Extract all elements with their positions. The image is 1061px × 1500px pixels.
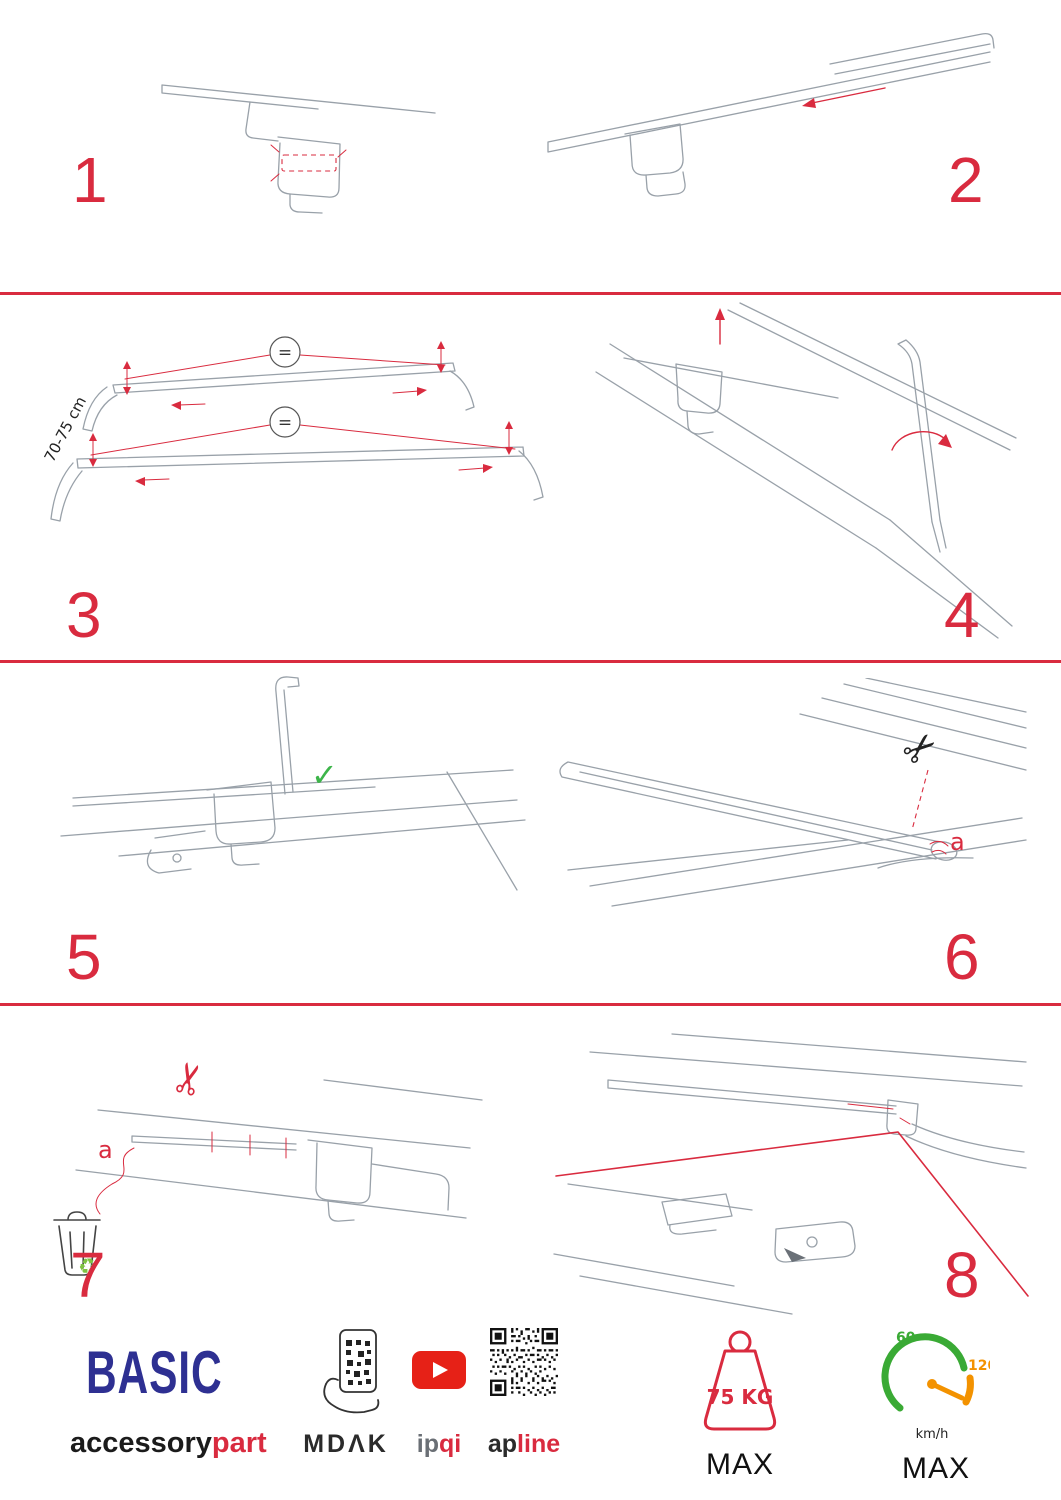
section-divider-2 [0,660,1061,663]
svg-text:=: = [278,413,292,433]
step-8-illustration [553,1033,1029,1315]
dimension-arrows [89,341,513,486]
cut-label-a: a [98,1136,113,1164]
cut-marks [211,1131,287,1159]
logo-apline: apline [482,1430,566,1459]
step-number-6: 6 [944,921,980,993]
strip-end-highlight [929,840,949,855]
qr-code [490,1328,558,1396]
recycle-icon: ♻ [78,1255,98,1277]
speed-unit-label: km/h [916,1427,949,1442]
step-number-4: 4 [944,579,980,651]
step-number-7: 7 [70,1239,106,1311]
step-4-illustration [595,302,1017,639]
step-7-illustration: ✂ a ♻ [53,1055,483,1277]
weight-limit-value: 75 KG [707,1385,774,1409]
check-icon: ✓ [311,756,338,794]
highlight-outline [555,1131,1029,1297]
equal-connectors [90,354,516,456]
step-number-8: 8 [944,1239,980,1311]
step-1-illustration [161,84,436,214]
brand-name-black: accessory [70,1427,212,1459]
speed-tick-low: 60 [896,1330,916,1346]
weight-max-label: MAX [705,1448,774,1481]
svg-text:=: = [278,343,292,363]
scissors-icon: ✂ [161,1055,217,1102]
logo-ipqi-gray: ip [416,1430,439,1458]
weight-limit-icon: 75 KG [703,1330,777,1431]
speedometer-icon: 60 120 km/h [881,1330,990,1442]
logo-apline-black: ap [487,1430,518,1458]
equal-badge-top: = [269,336,301,368]
rotate-arrow [891,431,952,451]
red-marks [847,1103,911,1125]
logo-ipqi: ipqi [406,1430,472,1459]
highlight-ticks [270,144,347,182]
step-number-3: 3 [66,579,102,651]
step-number-5: 5 [66,921,102,993]
speed-max-label: MAX [901,1452,970,1485]
brand-name-red: part [211,1427,267,1459]
logo-mdak: MDΛK [303,1430,389,1458]
trash-icon [53,1211,101,1276]
step-2-illustration [547,32,995,197]
slide-arrow [802,87,886,108]
phone-qr-scan-icon [323,1329,380,1414]
youtube-icon [412,1351,466,1389]
step-5-illustration: ✓ [60,676,526,891]
section-divider-1 [0,292,1061,295]
insert-arrow [715,308,725,345]
brand-title: BASIC [86,1339,223,1407]
clamp-shadow [784,1248,806,1262]
brand-name: accessorypart [70,1427,267,1460]
step-number-2: 2 [948,144,984,216]
speed-tick-high: 120 [968,1358,990,1374]
logo-apline-red: line [517,1430,561,1458]
clamp-plate-highlight [281,154,337,172]
cut-line [911,769,929,831]
scissors-icon: ✂ [893,721,948,778]
equal-badge-bottom: = [269,406,301,438]
cut-label-a: a [950,828,965,856]
section-divider-3 [0,1003,1061,1006]
step-3-illustration: = = [41,336,544,522]
step-number-1: 1 [72,144,108,216]
discard-line [95,1147,135,1215]
step-6-illustration: ✂ a [559,678,1027,907]
logo-ipqi-red: qi [439,1430,462,1458]
